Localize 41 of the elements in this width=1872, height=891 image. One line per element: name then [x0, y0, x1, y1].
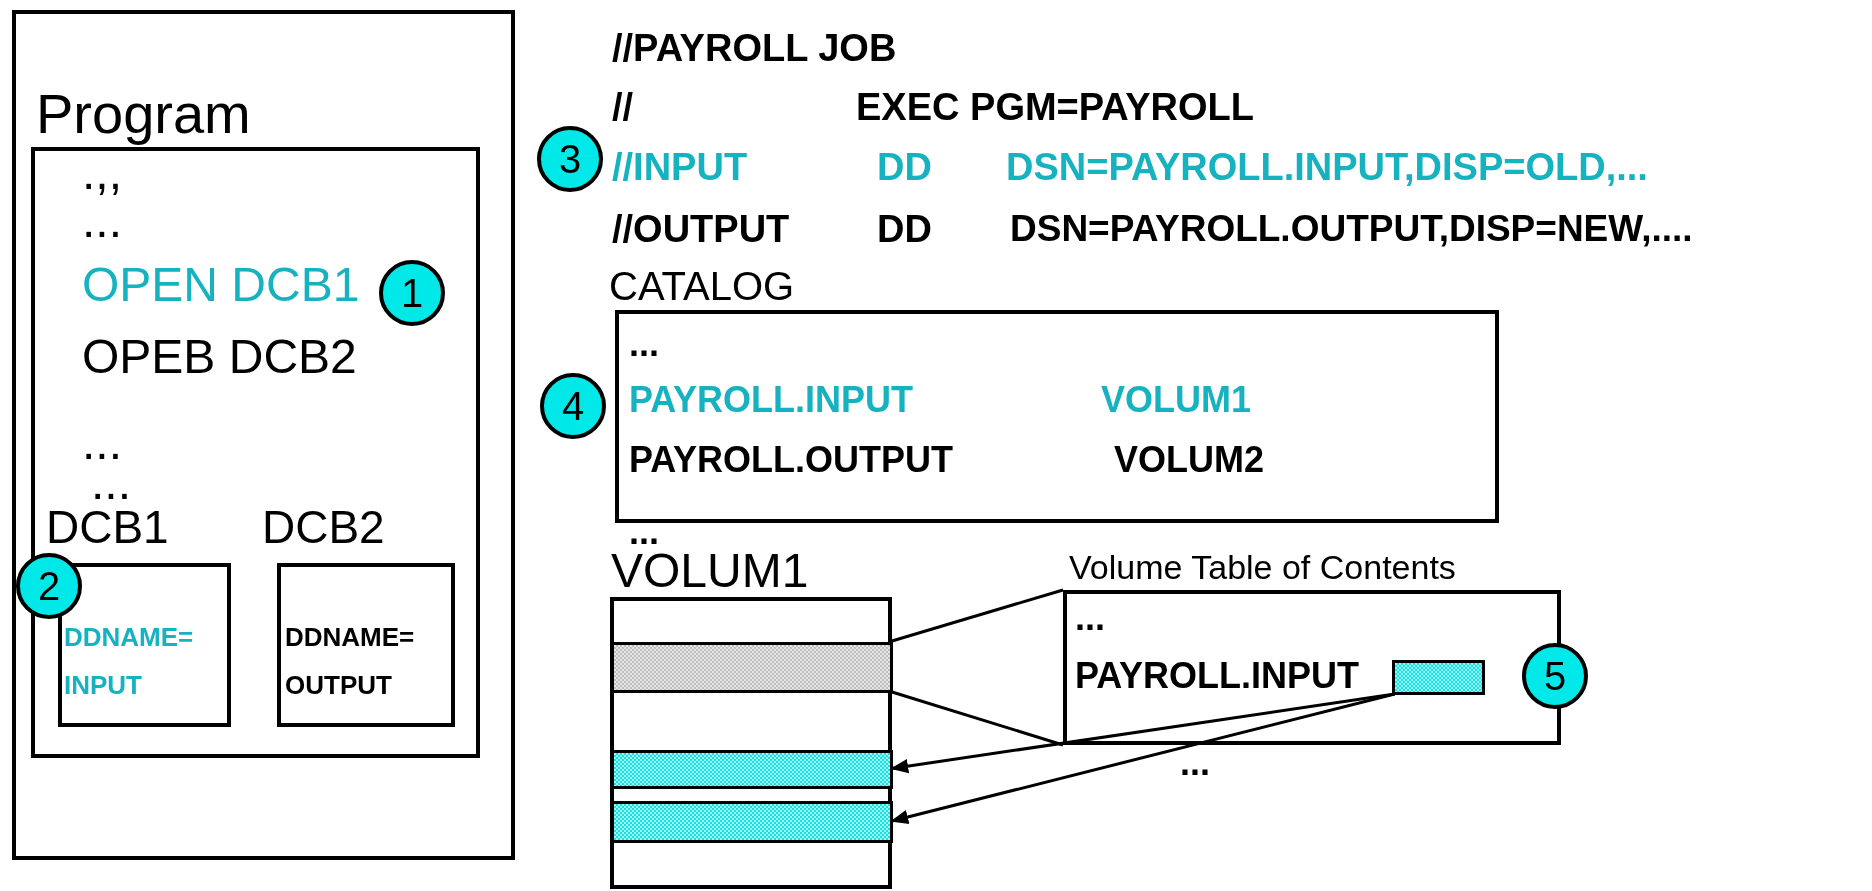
- callout-number: 1: [379, 260, 445, 326]
- catalog-entry: PAYROLL.INPUT: [629, 382, 914, 418]
- jcl-statement: //INPUT: [612, 148, 748, 186]
- jcl-statement: DD: [877, 148, 932, 186]
- jcl-statement: //OUTPUT: [612, 210, 790, 248]
- vtoc-extent-band: [611, 642, 893, 693]
- callout-number: 4: [540, 373, 606, 439]
- jcl-statement: DD: [877, 210, 932, 248]
- jcl-statement: EXEC PGM=PAYROLL: [856, 88, 1255, 126]
- ellipsis: ...: [1180, 745, 1210, 781]
- jcl-statement: //: [612, 88, 634, 126]
- callout-number: 2: [16, 553, 82, 619]
- callout-number: 5: [1522, 643, 1588, 709]
- ellipsis: ...: [629, 514, 659, 550]
- code-line: OPEB DCB2: [82, 333, 357, 381]
- box-heading: Volume Table of Contents: [1069, 550, 1456, 584]
- program-box: [12, 10, 515, 860]
- connector-line: [891, 588, 1064, 643]
- code-line: OPEN DCB1: [82, 261, 360, 309]
- ellipsis: .,,: [82, 149, 122, 197]
- box-heading: VOLUM1: [611, 547, 809, 595]
- jcl-statement: DSN=PAYROLL.INPUT,DISP=OLD,...: [1006, 148, 1648, 186]
- box-heading: CATALOG: [609, 266, 795, 306]
- catalog-entry: VOLUM2: [1114, 442, 1264, 478]
- catalog-entry: PAYROLL.INPUT: [1075, 658, 1360, 694]
- ellipsis: ...: [1075, 600, 1105, 636]
- connector-line: [891, 690, 1064, 747]
- catalog-entry: VOLUM1: [1101, 382, 1251, 418]
- extent-pointer-box: [1392, 660, 1485, 695]
- jcl-statement: DSN=PAYROLL.OUTPUT,DISP=NEW,....: [1010, 210, 1693, 247]
- catalog-entry: PAYROLL.OUTPUT: [629, 442, 954, 478]
- field-text: DDNAME= OUTPUT: [285, 621, 416, 702]
- jcl-statement: //PAYROLL JOB: [612, 29, 897, 67]
- field-text: DDNAME= INPUT: [64, 621, 195, 702]
- data-extent-band: [611, 750, 893, 789]
- ellipsis: ...: [82, 197, 122, 245]
- box-heading: DCB1: [46, 504, 169, 550]
- ellipsis: ...: [629, 326, 659, 362]
- callout-number: 3: [537, 126, 603, 192]
- data-extent-band: [611, 801, 893, 843]
- box-heading: DCB2: [262, 504, 385, 550]
